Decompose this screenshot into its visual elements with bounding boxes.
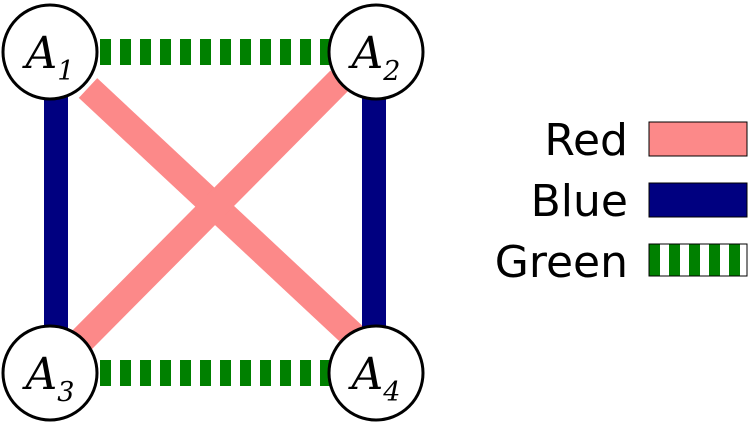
node-a2-letter: A [348,28,384,79]
node-a1-label: A1 [22,28,75,87]
node-a4-label: A4 [348,349,401,408]
node-a3-subscript: 3 [57,377,74,408]
node-a2: A2 [327,3,425,101]
node-a1-subscript: 1 [57,56,74,87]
node-a4: A4 [327,324,425,422]
legend-swatch-blue [648,182,748,218]
node-a3-circle [1,324,99,422]
node-a3: A3 [1,324,99,422]
legend-swatch-red [648,121,748,157]
node-a2-circle [327,3,425,101]
legend-label-red: Red [544,115,628,166]
node-a1: A1 [1,3,99,101]
node-a2-label: A2 [348,28,401,87]
node-a4-circle [327,324,425,422]
node-a4-letter: A [348,349,384,400]
node-a4-subscript: 4 [382,377,400,408]
node-a3-letter: A [22,349,58,400]
node-a2-subscript: 2 [382,56,400,87]
node-a1-circle [1,3,99,101]
edges [44,39,386,386]
node-a3-label: A3 [22,349,75,408]
legend: Red Blue Green [495,115,748,288]
edge-a2-a3-red [70,70,350,352]
legend-swatch-green [648,243,748,277]
legend-label-blue: Blue [531,176,628,227]
legend-label-green: Green [495,237,628,288]
node-a1-letter: A [22,28,58,79]
